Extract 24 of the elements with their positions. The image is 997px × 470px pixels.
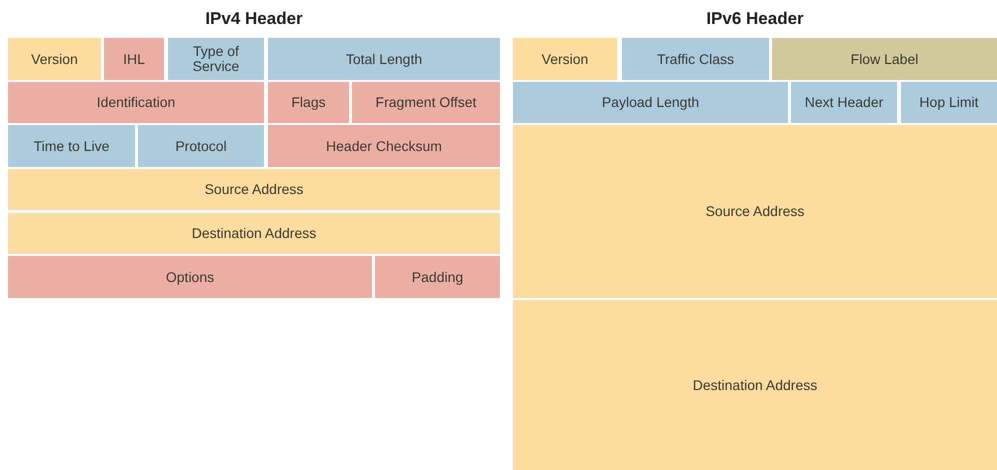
header-field: Fragment Offset: [352, 82, 500, 123]
header-field: Next Header: [791, 82, 897, 123]
header-field: Destination Address: [513, 300, 997, 470]
header-field: IHL: [104, 38, 164, 80]
header-field: Traffic Class: [622, 38, 769, 80]
header-field: Time to Live: [8, 125, 135, 167]
header-field: Identification: [8, 82, 264, 123]
header-field: Source Address: [8, 169, 500, 210]
header-field: Protocol: [138, 125, 264, 167]
table-heading: IPv4 Header: [205, 8, 303, 30]
header-field: Hop Limit: [901, 82, 997, 123]
header-field: Total Length: [268, 38, 500, 80]
table-heading: IPv6 Header: [706, 8, 804, 30]
header-field: Header Checksum: [268, 125, 500, 167]
header-field: Version: [8, 38, 101, 80]
header-field: Options: [8, 256, 372, 298]
header-field: Version: [513, 38, 617, 80]
header-field: Destination Address: [8, 213, 500, 254]
header-field: Type of Service: [168, 38, 264, 80]
header-field: Padding: [375, 256, 500, 298]
header-field: Source Address: [513, 125, 997, 298]
header-field: Flags: [268, 82, 349, 123]
header-field: Flow Label: [772, 38, 997, 80]
header-field: Payload Length: [513, 82, 788, 123]
